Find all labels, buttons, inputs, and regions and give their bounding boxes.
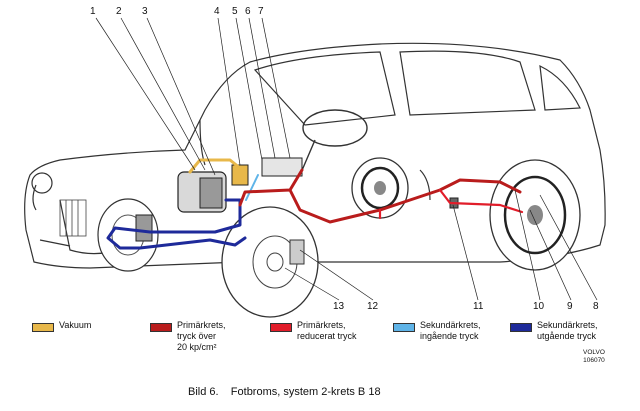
- car-outline: [24, 42, 606, 269]
- line-secondary-out: [106, 198, 247, 250]
- callout-3: 3: [142, 6, 148, 17]
- leader-lines: [95, 17, 598, 301]
- legend-vacuum: Vakuum: [32, 320, 91, 332]
- callout-1: 1: [90, 6, 96, 17]
- legend-label-vacuum: Vakuum: [59, 320, 92, 330]
- front-caliper: [135, 214, 153, 242]
- legend-swatch-vacuum: [32, 323, 54, 332]
- legend-secondary-out: Sekundärkrets, utgående tryck: [510, 320, 598, 342]
- line-primary-reduced: [378, 188, 524, 220]
- callout-8: 8: [593, 301, 599, 312]
- legend-swatch-secondary-in: [393, 323, 415, 332]
- legend-label-secondary-in: Sekundärkrets, ingående tryck: [420, 320, 481, 341]
- callout-11: 11: [473, 301, 484, 312]
- grille: [59, 199, 87, 237]
- legend-swatch-primary-high: [150, 323, 172, 332]
- line-primary-high: [238, 168, 522, 224]
- legend-primary-high: Primärkrets, tryck över 20 kp/cm²: [150, 320, 226, 353]
- callout-5: 5: [232, 6, 238, 17]
- legend-label-primary-reduced: Primärkrets, reducerat tryck: [297, 320, 357, 341]
- volvo-reference: VOLVO 106070: [583, 349, 605, 364]
- callout-2: 2: [116, 6, 122, 17]
- legend-primary-reduced: Primärkrets, reducerat tryck: [270, 320, 357, 342]
- servo-unit: [177, 171, 227, 213]
- callout-6: 6: [245, 6, 251, 17]
- callout-9: 9: [567, 301, 573, 312]
- callout-13: 13: [333, 301, 345, 312]
- callout-7: 7: [258, 6, 264, 17]
- callout-10: 10: [533, 301, 545, 312]
- legend-label-secondary-out: Sekundärkrets, utgående tryck: [537, 320, 598, 341]
- line-vacuum: [188, 158, 242, 174]
- master-cylinder: [261, 157, 303, 177]
- line-secondary-in: [245, 174, 259, 201]
- rear-right-drum-wheel: [489, 159, 581, 271]
- legend-secondary-in: Sekundärkrets, ingående tryck: [393, 320, 481, 342]
- legend-label-primary-high: Primärkrets, tryck över 20 kp/cm²: [177, 320, 226, 352]
- front-right-disc-wheel: [221, 206, 319, 318]
- callout-12: 12: [367, 301, 379, 312]
- rear-left-drum-wheel: [351, 157, 409, 219]
- legend-swatch-primary-reduced: [270, 323, 292, 332]
- callout-4: 4: [214, 6, 220, 17]
- legend-swatch-secondary-out: [510, 323, 532, 332]
- headlight: [31, 172, 53, 194]
- steering-wheel: [302, 109, 368, 147]
- figure-caption: Bild 6. Fotbroms, system 2-krets B 18: [188, 386, 381, 398]
